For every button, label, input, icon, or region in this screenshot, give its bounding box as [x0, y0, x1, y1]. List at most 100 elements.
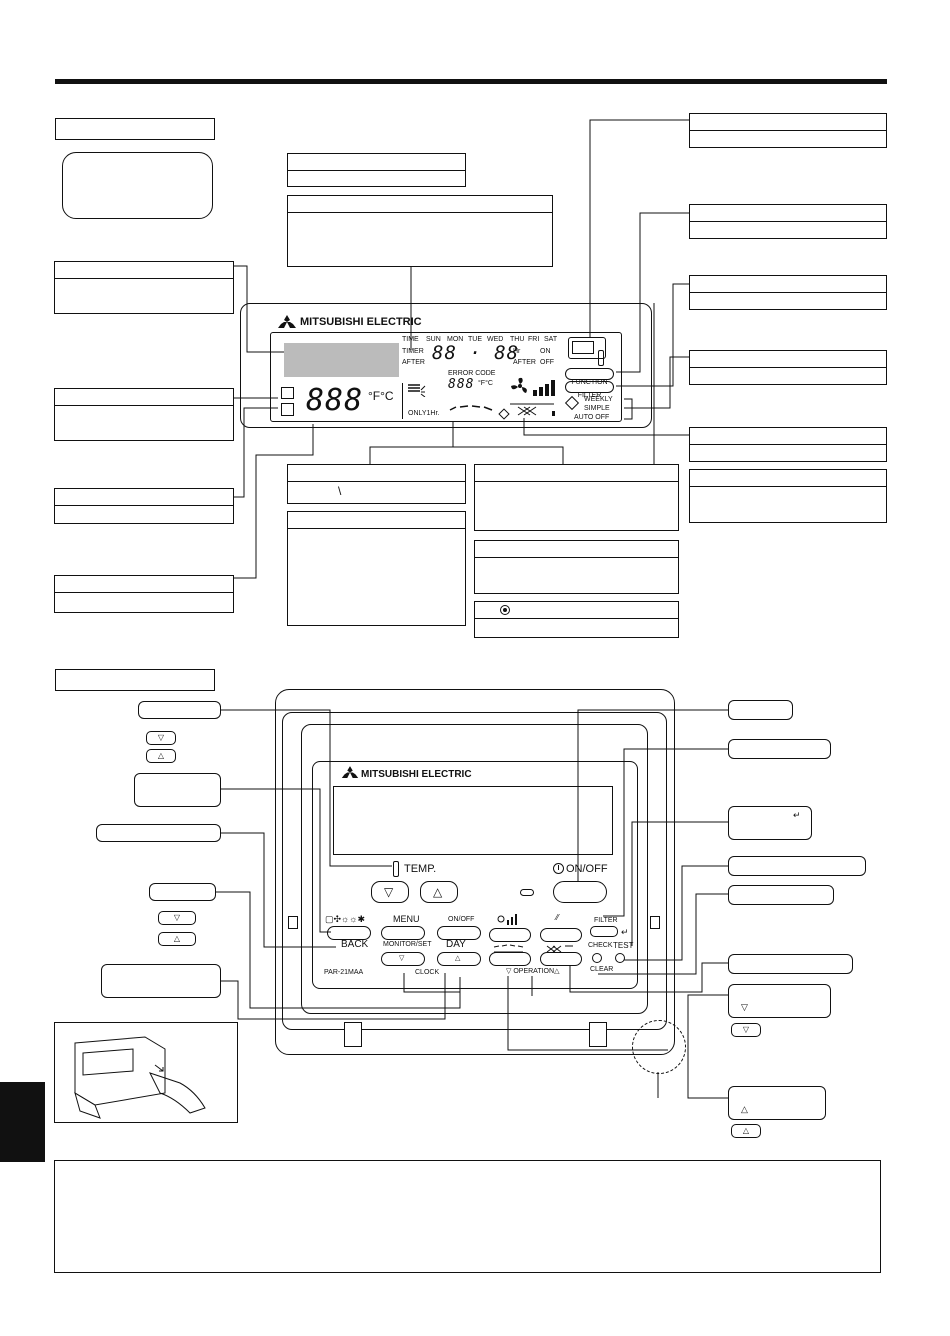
top-rule	[55, 79, 887, 84]
only-1hr-label: ONLY1Hr.	[408, 410, 440, 417]
fan-speed-button-icon	[497, 912, 519, 930]
auto-off-label: AUTO OFF	[574, 414, 610, 421]
remote-lcd	[333, 786, 613, 855]
test-button[interactable]	[615, 953, 625, 963]
after-label: AFTER	[402, 359, 425, 366]
label-box-clock-button	[101, 964, 221, 998]
label-box-fan	[689, 427, 887, 462]
day-wed: WED	[487, 336, 504, 343]
label-box-louver	[689, 469, 887, 523]
thermometer-icon	[598, 350, 604, 366]
clock-down-button[interactable]: ▽	[381, 952, 425, 966]
louver-up-glyph: △	[741, 1104, 748, 1114]
label-box-sensor	[689, 113, 887, 148]
onoff-button[interactable]	[553, 881, 607, 903]
label-box-center-display	[54, 261, 234, 314]
brand-name-remote: MITSUBISHI ELECTRIC	[361, 769, 472, 780]
illustration-box	[54, 1022, 238, 1123]
center-display-area	[284, 343, 399, 377]
bottom-note-box	[54, 1160, 881, 1273]
temp-up-button[interactable]: △	[420, 881, 458, 903]
left-hinge	[344, 1022, 362, 1047]
section-header-controller	[55, 669, 215, 691]
day-label: DAY	[446, 939, 466, 950]
filter-enter-glyph: ↵	[621, 927, 629, 937]
fan-speed-button[interactable]	[489, 928, 531, 942]
operation-label: ▽ OPERATION△	[506, 968, 560, 975]
day-tue: TUE	[468, 336, 482, 343]
after-off-label: AFTER	[513, 359, 536, 366]
label-box-louver-down: ▽	[728, 984, 831, 1018]
display-divider	[402, 383, 403, 419]
fan-speed-icon	[533, 380, 555, 401]
temperature-unit: °F°C	[368, 389, 394, 403]
power-icon	[553, 863, 564, 874]
error-code-label: ERROR CODE	[448, 370, 496, 377]
mode-button[interactable]	[327, 926, 371, 940]
louver-button[interactable]	[540, 952, 582, 966]
label-box-temp-button	[138, 701, 221, 719]
timer-onoff-label: ON/OFF	[448, 916, 475, 923]
temp-down-button[interactable]: ▽	[371, 881, 409, 903]
off-label: OFF	[540, 359, 554, 366]
function-label: FUNCTION	[571, 379, 608, 386]
label-box-day-timer	[287, 195, 553, 267]
filter-button-label: FILTER	[594, 917, 618, 924]
menu-button[interactable]	[381, 926, 425, 940]
louver-down-icon: ▽	[731, 1023, 761, 1037]
simple-label: SIMPLE	[584, 405, 610, 412]
vane-icon	[448, 404, 498, 423]
back-label: BACK	[341, 939, 369, 950]
mode-icon	[281, 387, 294, 399]
filter-badge: FILTER	[565, 381, 614, 399]
label-box-timer-mode	[689, 350, 887, 385]
hand-opening-cover-illustration	[74, 1036, 206, 1119]
timer-label: TIMER	[402, 348, 424, 355]
check-button[interactable]	[592, 953, 602, 963]
thermometer-icon-remote	[393, 861, 399, 877]
label-box-back-button	[96, 824, 221, 842]
day-sun: SUN	[426, 336, 441, 343]
menu-label: MENU	[393, 914, 420, 924]
sensor-icon	[568, 337, 606, 359]
label-box-onoff-button	[728, 700, 793, 720]
day-thu: THU	[510, 336, 525, 343]
right-slot	[650, 916, 660, 929]
clock-up-button[interactable]: △	[437, 952, 481, 966]
label-box-ventilation	[474, 601, 679, 638]
note-box	[62, 152, 213, 219]
louver-up-icon: △	[731, 1124, 761, 1138]
label-box-temperature	[54, 575, 234, 613]
monitor-set-label: MONITOR/SET	[383, 941, 432, 948]
vane-button-icon	[493, 941, 527, 959]
timer-onoff-button[interactable]	[437, 926, 481, 940]
filter-button[interactable]	[590, 926, 618, 937]
fan-icon	[510, 377, 530, 400]
filter-label: FILTER	[577, 392, 602, 399]
label-box-locked	[54, 488, 234, 524]
label-box-day-button	[149, 883, 216, 901]
clear-label: CLEAR	[590, 966, 614, 973]
day-mon: MON	[447, 336, 464, 343]
dashed-circle	[632, 1020, 686, 1074]
side-tab	[0, 1082, 45, 1162]
ventilation-icon	[500, 605, 510, 615]
louver-button-icon	[545, 941, 575, 959]
ventilation-button-icon: ⁄⁄	[556, 913, 559, 922]
temp-label: TEMP.	[404, 863, 437, 875]
vane-button[interactable]	[489, 952, 531, 966]
ventilation-button[interactable]	[540, 928, 582, 942]
clock-digits: 88 · 88	[432, 342, 520, 364]
day-down-icon: ▽	[158, 911, 196, 925]
small-unit: °F°C	[478, 380, 493, 387]
label-box-menu-button	[134, 773, 221, 807]
model-label: PAR-21MAA	[324, 969, 364, 976]
louver-icon	[508, 401, 558, 422]
diagonal-slash: \	[338, 484, 342, 498]
lock-icon	[281, 403, 294, 416]
temp-down-icon: ▽	[146, 731, 176, 745]
filter-enter-glyph-label: ↵	[793, 810, 801, 820]
right-hinge	[589, 1022, 607, 1047]
label-box-filter-button: ↵	[728, 806, 812, 840]
